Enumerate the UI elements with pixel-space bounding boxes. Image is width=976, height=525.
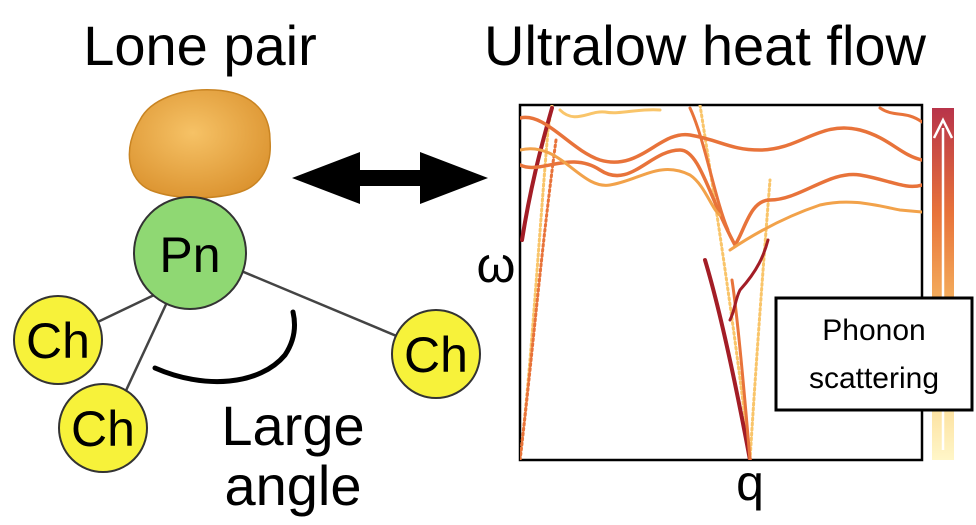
branch-acoustic-6 — [748, 178, 772, 460]
ch-atom-3 — [391, 309, 481, 399]
branch-acoustic-8 — [728, 238, 770, 322]
branch-optical-6 — [688, 106, 730, 232]
omega-axis-label: ω — [476, 237, 515, 293]
branch-optical-4 — [728, 200, 922, 252]
branch-acoustic-3 — [520, 106, 554, 242]
branch-optical-1 — [520, 115, 922, 164]
bond-3 — [214, 258, 431, 352]
branch-optical-5 — [558, 108, 662, 119]
phonon-scattering-box — [774, 296, 974, 412]
branch-optical-7 — [878, 106, 922, 124]
angle-label-line2: angle — [224, 454, 361, 517]
heat-arrow-head — [932, 117, 954, 139]
box-line-2: scattering — [809, 362, 939, 395]
q-axis-label: q — [736, 455, 764, 511]
pn-atom — [133, 196, 247, 310]
angle-arc — [152, 309, 297, 385]
ch-atom-2 — [58, 383, 148, 473]
lone-pair-lobe — [128, 89, 271, 199]
pn-label: Pn — [159, 227, 220, 283]
branch-optical-3 — [520, 147, 722, 217]
right-title: Ultralow heat flow — [484, 14, 927, 77]
ch-label-3: Ch — [404, 327, 468, 383]
ch-label-2: Ch — [71, 401, 135, 457]
branch-acoustic-7 — [730, 278, 752, 460]
double-arrow — [292, 152, 488, 204]
branch-optical-2 — [520, 148, 922, 249]
box-line-1: Phonon — [822, 314, 925, 347]
ch-atom-1 — [13, 295, 103, 385]
branch-acoustic-5 — [703, 258, 752, 460]
branch-acoustic-2 — [520, 138, 558, 460]
angle-label-line1: Large — [221, 394, 364, 457]
left-title: Lone pair — [83, 14, 317, 77]
ch-label-1: Ch — [26, 313, 90, 369]
branch-acoustic-4 — [698, 105, 752, 460]
